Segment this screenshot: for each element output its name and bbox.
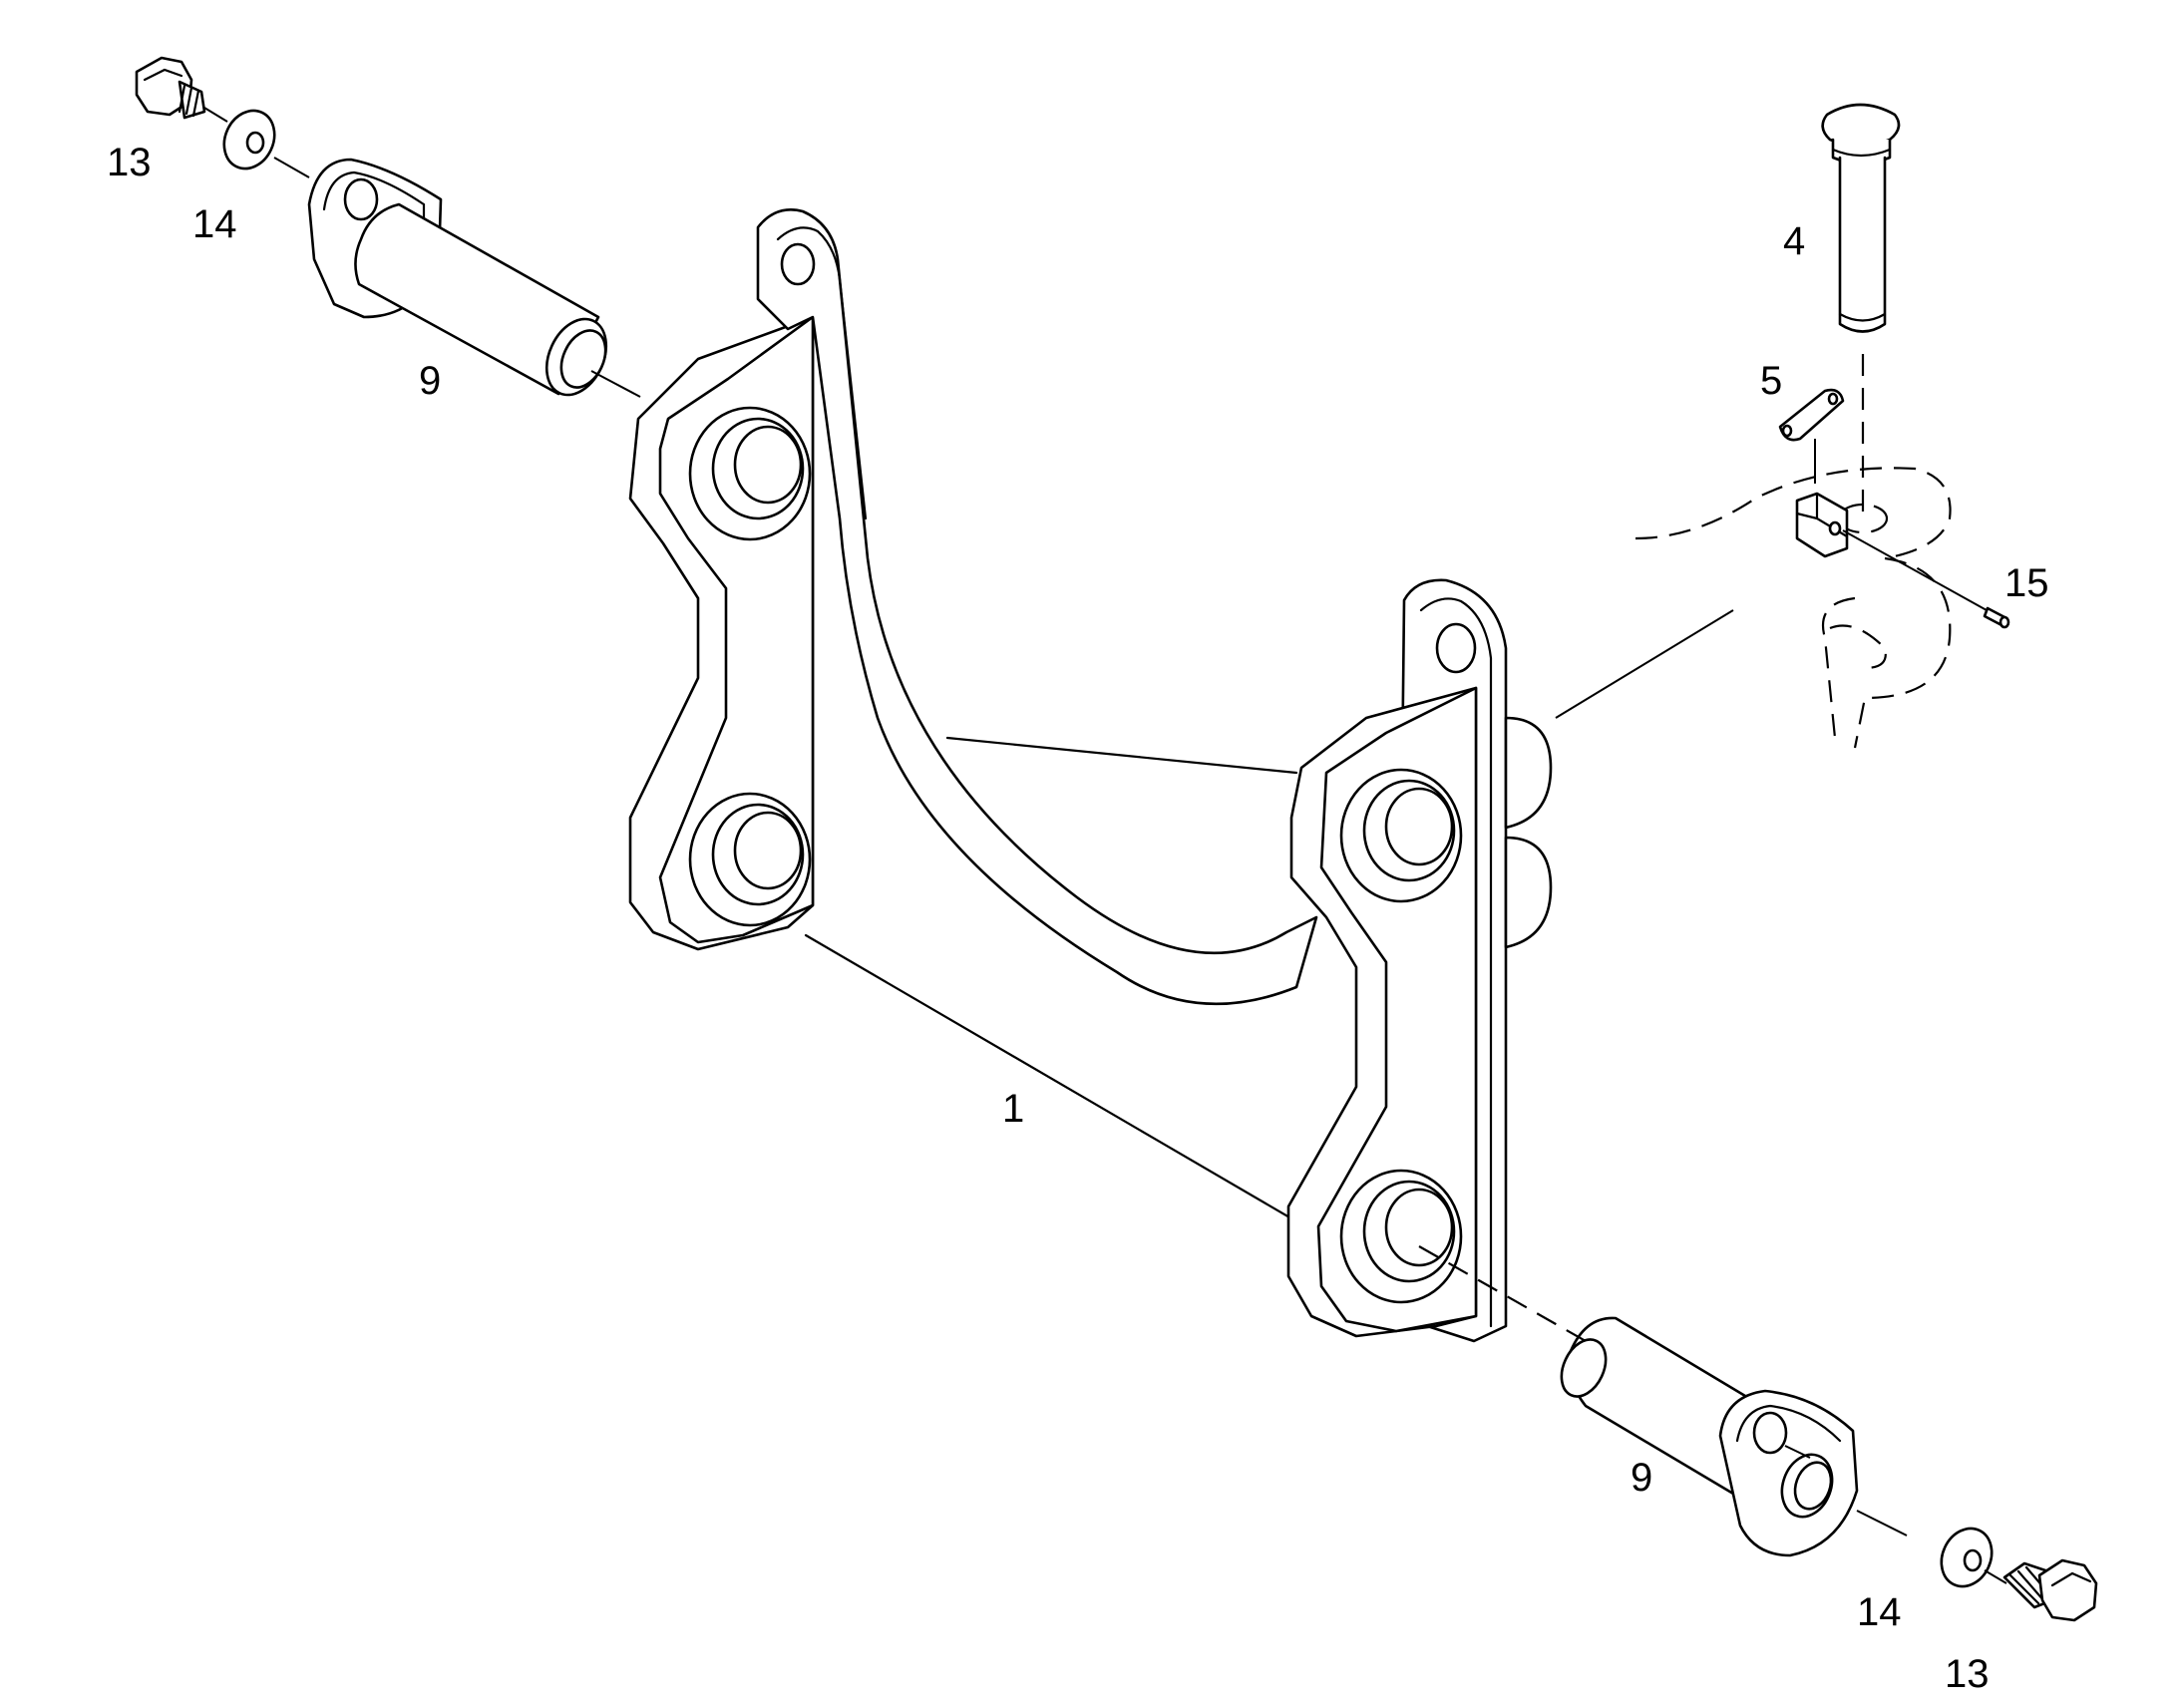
callout-4: 4 (1783, 219, 1805, 263)
mating-part-outline (1635, 467, 1952, 749)
bolt-left-icon (135, 56, 206, 120)
callout-5: 5 (1760, 359, 1782, 403)
bolt-right-icon (2002, 1558, 2098, 1622)
callout-9-right: 9 (1631, 1456, 1652, 1500)
callout-14-left: 14 (192, 202, 237, 246)
pin-left-icon (307, 158, 608, 397)
lock-plate-icon (1778, 388, 1845, 442)
callout-1: 1 (1002, 1087, 1024, 1131)
pin-right-icon (1560, 1316, 1859, 1557)
callout-13-left: 13 (107, 141, 152, 184)
bracket-part-1 (628, 208, 1553, 1343)
washer-right-icon (1940, 1527, 1994, 1588)
callout-15: 15 (2004, 561, 2049, 605)
callout-13-right: 13 (1945, 1652, 1990, 1696)
clip-block-icon (1795, 492, 1849, 558)
pin-top-icon (1821, 103, 1901, 333)
callout-9-left: 9 (419, 359, 441, 403)
washer-left-icon (222, 109, 276, 171)
roll-pin-icon (1983, 606, 2010, 629)
callout-14-right: 14 (1857, 1590, 1902, 1634)
